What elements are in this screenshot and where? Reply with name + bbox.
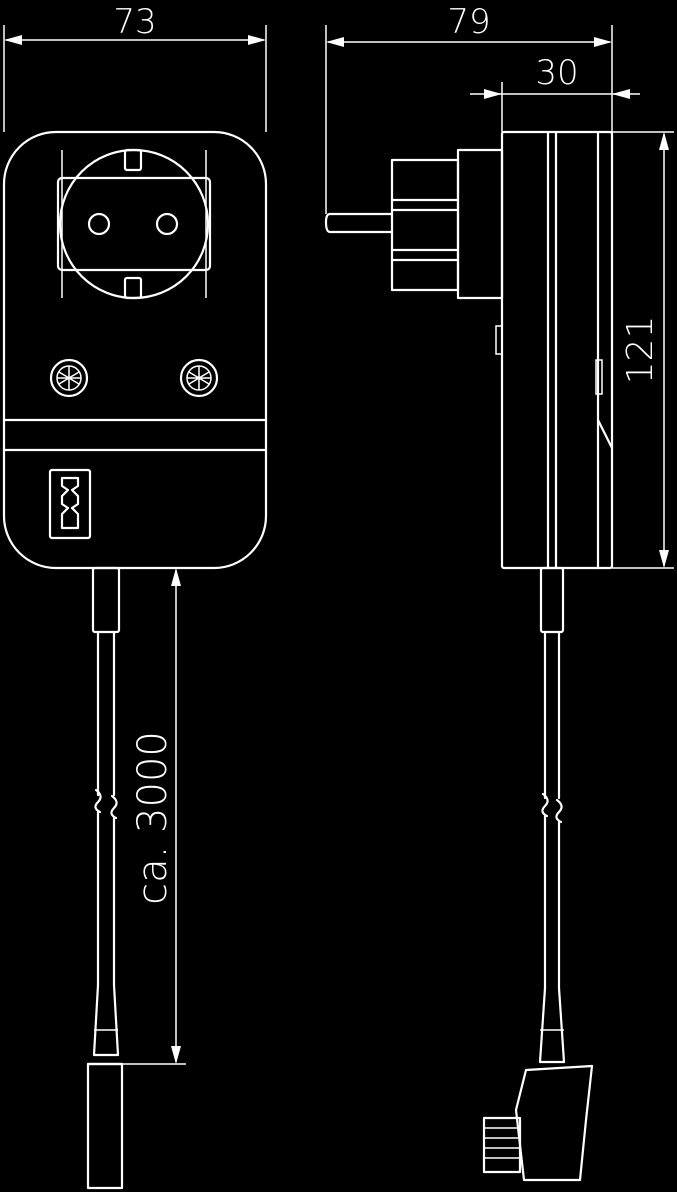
front-view: [2, 130, 268, 1190]
dim-label-3000: ca. 3000: [130, 731, 176, 905]
phone-port: [48, 468, 92, 540]
dim-height-121: 121: [612, 131, 674, 569]
front-housing-outline: [2, 130, 268, 570]
front-cable: [86, 566, 124, 1190]
indicator-lamp-right: [179, 358, 219, 398]
dim-label-30: 30: [535, 53, 578, 93]
dim-width-73: 73: [3, 2, 267, 132]
dim-cable-3000: ca. 3000: [122, 567, 186, 1065]
dim-label-121: 121: [620, 316, 661, 385]
schuko-socket: [56, 148, 212, 300]
indicator-lamp-left: [49, 358, 89, 398]
dim-label-79: 79: [447, 2, 490, 42]
dim-depth-30: 30: [470, 53, 640, 132]
dim-label-73: 73: [113, 2, 156, 42]
side-plug: [324, 148, 504, 300]
dim-depth-79: 79: [325, 2, 613, 214]
side-view: [324, 130, 614, 1182]
side-cable: [482, 566, 594, 1182]
